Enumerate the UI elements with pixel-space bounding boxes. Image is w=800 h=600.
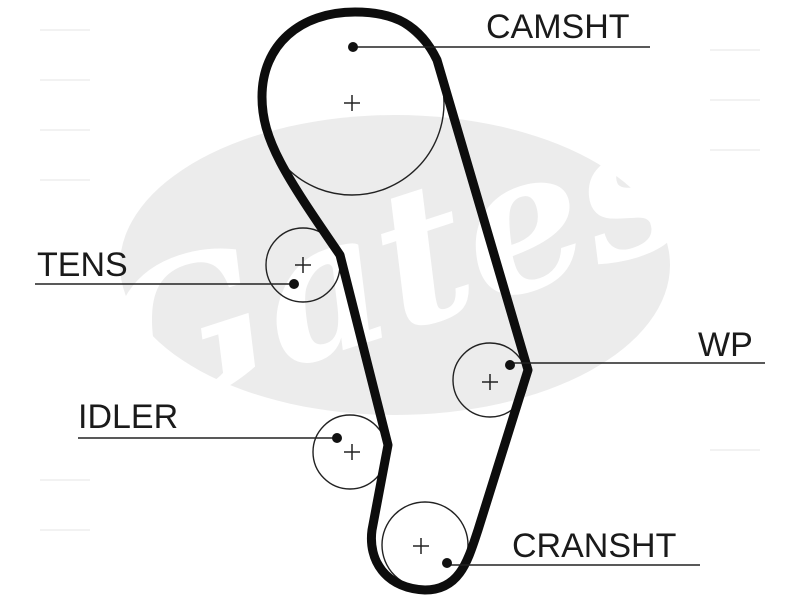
crankshaft-center-cross: [413, 538, 429, 554]
pulley-centers: [295, 95, 498, 554]
leader-lines: [35, 46, 765, 566]
watermark-ellipse: [120, 115, 670, 415]
camshaft-center-cross: [344, 95, 360, 111]
tensioner-center-cross: [295, 257, 311, 273]
camshaft-label: CAMSHT: [486, 8, 630, 46]
crankshaft-dot: [442, 558, 452, 568]
tensioner-dot: [289, 279, 299, 289]
leader-dots: [289, 42, 515, 568]
labels: CAMSHT TENS WP IDLER CRANSHT: [37, 8, 753, 565]
water-pump-dot: [505, 360, 515, 370]
idler-label: IDLER: [78, 398, 178, 436]
water-pump-center-cross: [482, 374, 498, 390]
idler-dot: [332, 433, 342, 443]
crankshaft-label: CRANSHT: [512, 527, 676, 565]
tensioner-label: TENS: [37, 246, 128, 284]
idler-center-cross: [344, 444, 360, 460]
watermark-tick-marks: [40, 29, 760, 531]
timing-belt: [257, 7, 533, 595]
water-pump-label: WP: [698, 326, 753, 364]
camshaft-dot: [348, 42, 358, 52]
watermark-logo: Gates: [40, 29, 760, 531]
